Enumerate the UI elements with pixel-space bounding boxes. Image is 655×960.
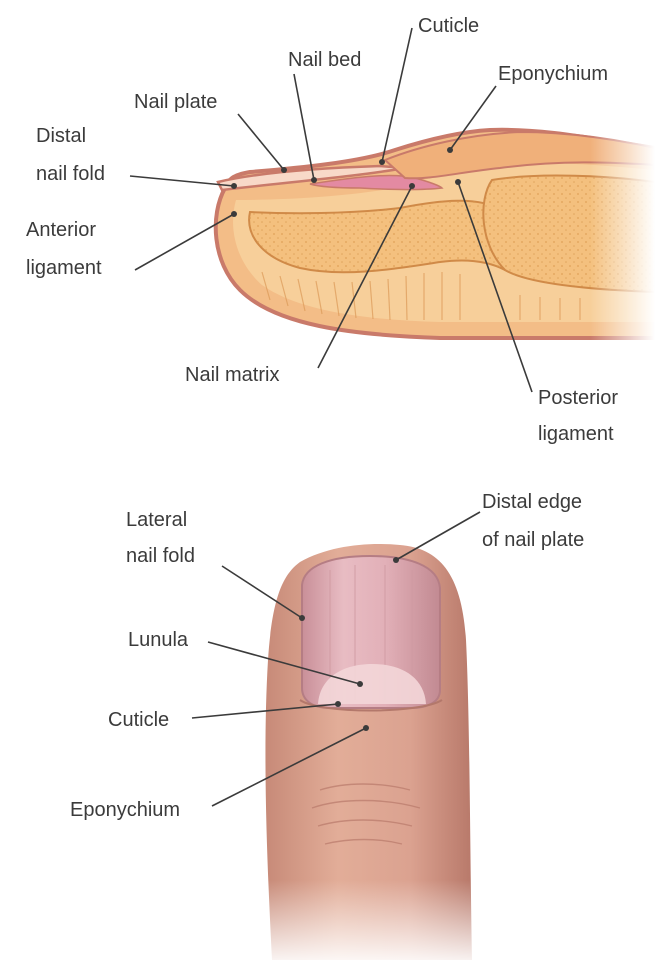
leader-eponychium-bottom — [211, 727, 367, 807]
dot-eponychium-bottom — [363, 725, 369, 731]
finger-dorsal-view — [250, 543, 490, 960]
label-nail-plate: Nail plate — [134, 91, 217, 113]
dot-lunula — [357, 681, 363, 687]
leader-lateral-nail-fold — [221, 565, 303, 619]
label-nail-matrix: Nail matrix — [185, 364, 279, 386]
label-distal-edge-1: Distal edge — [482, 491, 582, 513]
bottom-leader-lines — [191, 511, 481, 807]
dot-distal-nail-fold — [231, 183, 237, 189]
leader-nail-matrix — [317, 185, 413, 369]
leader-anterior-ligament — [134, 213, 235, 271]
dot-distal-edge — [393, 557, 399, 563]
top-labels: Cuticle Nail bed Eponychium Nail plate D… — [26, 15, 618, 445]
label-nail-bed: Nail bed — [288, 49, 361, 71]
dot-nail-bed — [311, 177, 317, 183]
proximal-nail-fold — [383, 130, 655, 180]
dot-nail-matrix — [409, 183, 415, 189]
leader-posterior-ligament — [457, 181, 533, 393]
knuckle-creases — [311, 783, 421, 845]
leader-cuticle-top — [381, 27, 413, 163]
label-eponychium-top: Eponychium — [498, 63, 608, 85]
dot-anterior-ligament — [231, 211, 237, 217]
dot-lateral-nail-fold — [299, 615, 305, 621]
label-distal-nail-fold-1: Distal — [36, 125, 86, 147]
leader-distal-nail-fold — [129, 175, 235, 187]
label-cuticle-bottom: Cuticle — [108, 709, 169, 731]
label-posterior-ligament-2: ligament — [538, 423, 614, 445]
label-posterior-ligament-1: Posterior — [538, 387, 618, 409]
dot-cuticle-top — [379, 159, 385, 165]
leader-distal-edge — [395, 511, 481, 561]
leader-nail-plate — [237, 113, 285, 171]
leader-cuticle-bottom — [191, 703, 339, 719]
leader-lunula — [207, 641, 361, 685]
leader-eponychium-top — [449, 85, 497, 151]
label-distal-edge-2: of nail plate — [482, 529, 584, 551]
right-fade — [590, 120, 655, 350]
bone-texture — [249, 200, 516, 273]
dot-cuticle-bottom — [335, 701, 341, 707]
finger-bottom-fade — [250, 880, 490, 960]
dot-eponychium-top — [447, 147, 453, 153]
bottom-labels: Lateral nail fold Distal edge of nail pl… — [70, 491, 584, 821]
label-distal-nail-fold-2: nail fold — [36, 163, 105, 185]
lunula-shape — [318, 664, 426, 704]
label-anterior-ligament-1: Anterior — [26, 219, 96, 241]
dot-posterior-ligament — [455, 179, 461, 185]
label-lunula: Lunula — [128, 629, 189, 651]
label-eponychium-bottom: Eponychium — [70, 799, 180, 821]
fibrous-tissue-lines — [261, 271, 581, 321]
top-leader-lines — [129, 27, 533, 393]
label-lateral-nail-fold-1: Lateral — [126, 509, 187, 531]
leader-nail-bed — [293, 73, 315, 181]
label-cuticle-top: Cuticle — [418, 15, 479, 37]
cuticle-fold — [299, 699, 443, 712]
label-lateral-nail-fold-2: nail fold — [126, 545, 195, 567]
label-anterior-ligament-2: ligament — [26, 257, 102, 279]
dot-nail-plate — [281, 167, 287, 173]
fingertip-cross-section — [213, 120, 655, 350]
